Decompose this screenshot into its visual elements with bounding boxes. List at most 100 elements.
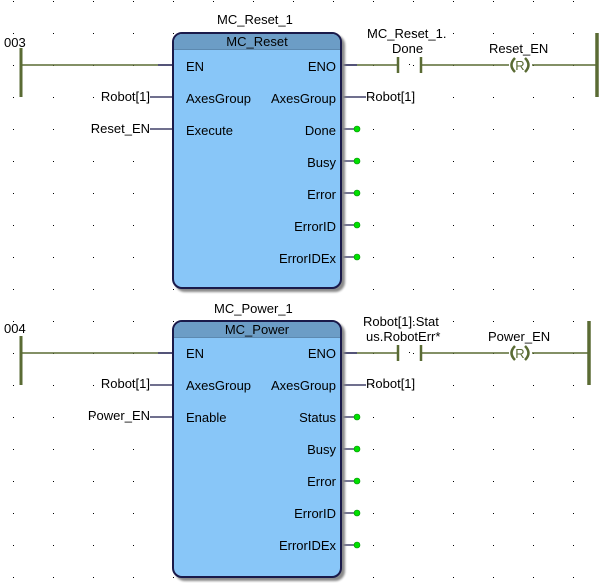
coil-right-arc[interactable] [524, 57, 530, 73]
grid-dot [13, 257, 14, 258]
grid-dot [373, 161, 374, 162]
grid-dot [133, 129, 134, 130]
grid-dot [573, 129, 574, 130]
output-connection-dot[interactable] [353, 509, 361, 517]
grid-dot [133, 225, 134, 226]
grid-dot [413, 513, 414, 514]
grid-dot [93, 97, 94, 98]
grid-dot [373, 97, 374, 98]
output-connection-dot[interactable] [353, 189, 361, 197]
coil-var[interactable]: Power_EN [488, 329, 551, 344]
function-block-mc-reset[interactable]: MC_Reset EN AxesGroup Execute ENO AxesGr… [172, 32, 342, 289]
input-var-axesgroup[interactable]: Robot[1] [100, 89, 150, 104]
grid-dot [533, 193, 534, 194]
block-instance-name[interactable]: MC_Reset_1 [217, 12, 293, 27]
output-connection-dot[interactable] [353, 541, 361, 549]
grid-dot [13, 193, 14, 194]
grid-dot [173, 321, 174, 322]
input-var-axesgroup[interactable]: Robot[1] [100, 376, 150, 391]
contact-var-line1[interactable]: Robot[1].Stat [363, 314, 439, 329]
grid-dot [573, 1, 574, 2]
grid-dot [13, 513, 14, 514]
coil-right-arc[interactable] [524, 345, 530, 361]
grid-dot [533, 129, 534, 130]
grid-dot [533, 513, 534, 514]
output-connection-dot[interactable] [353, 477, 361, 485]
grid-dot [453, 257, 454, 258]
grid-dot [533, 449, 534, 450]
grid-dot [53, 1, 54, 2]
output-connection-dot[interactable] [353, 445, 361, 453]
grid-dot [133, 33, 134, 34]
grid-dot [53, 545, 54, 546]
grid-dot [13, 385, 14, 386]
grid-dot [493, 289, 494, 290]
grid-dot [573, 545, 574, 546]
grid-dot [133, 385, 134, 386]
contact-center-dot [409, 64, 410, 65]
input-var-enable[interactable]: Power_EN [87, 408, 150, 423]
grid-dot [373, 257, 374, 258]
grid-dot [413, 129, 414, 130]
grid-dot [493, 481, 494, 482]
output-connection-dot[interactable] [353, 253, 361, 261]
coil-var[interactable]: Reset_EN [489, 41, 549, 56]
coil-left-arc[interactable] [510, 345, 516, 361]
grid-dot [13, 545, 14, 546]
grid-dot [93, 161, 94, 162]
input-pin-axesgroup: AxesGroup [186, 91, 252, 106]
function-block-mc-power[interactable]: MC_Power EN AxesGroup Enable ENO AxesGro… [172, 320, 342, 578]
output-connection-dot[interactable] [353, 413, 361, 421]
grid-dot [13, 33, 14, 34]
grid-dot [93, 321, 94, 322]
output-connection-dot[interactable] [353, 125, 361, 133]
grid-dot [373, 321, 374, 322]
grid-dot [173, 577, 174, 578]
grid-dot [13, 577, 14, 578]
grid-dot [413, 385, 414, 386]
grid-dot [373, 289, 374, 290]
output-pin-errorid: ErrorID [294, 506, 336, 521]
output-pin-axesgroup: AxesGroup [270, 91, 336, 106]
grid-dot [413, 225, 414, 226]
grid-dot [533, 97, 534, 98]
output-var-axesgroup[interactable]: Robot[1] [366, 376, 416, 391]
contact-var-line1[interactable]: MC_Reset_1. [367, 26, 447, 41]
grid-dot [133, 481, 134, 482]
grid-dot [93, 289, 94, 290]
coil-left-arc[interactable] [510, 57, 516, 73]
grid-dot [453, 97, 454, 98]
output-var-axesgroup[interactable]: Robot[1] [366, 89, 416, 104]
output-pin-errorid-ex: ErrorIDEx [278, 251, 336, 266]
grid-dot [133, 513, 134, 514]
output-connection-dot[interactable] [353, 221, 361, 229]
input-pin-axesgroup: AxesGroup [186, 378, 252, 393]
grid-dot [453, 385, 454, 386]
grid-dot [573, 193, 574, 194]
rung-number: 003 [4, 35, 26, 50]
grid-dot [413, 481, 414, 482]
input-var-execute[interactable]: Reset_EN [90, 121, 150, 136]
grid-dot [453, 225, 454, 226]
grid-dot [533, 1, 534, 2]
grid-dot [533, 321, 534, 322]
contact-var-line2[interactable]: Done [392, 41, 424, 56]
output-pin-eno: ENO [307, 346, 336, 361]
grid-dot [53, 321, 54, 322]
grid-dot [413, 321, 414, 322]
grid-dot [133, 577, 134, 578]
grid-dot [533, 385, 534, 386]
wires: RR [19, 33, 599, 549]
grid-dot [373, 481, 374, 482]
grid-dot [373, 577, 374, 578]
rung-number: 004 [4, 321, 26, 336]
grid-dot [573, 449, 574, 450]
grid-dot [93, 545, 94, 546]
grid-dot [133, 1, 134, 2]
output-connection-dot[interactable] [353, 157, 361, 165]
grid-dot [53, 481, 54, 482]
grid-dot [53, 225, 54, 226]
grid-dot [13, 321, 14, 322]
block-instance-name[interactable]: MC_Power_1 [214, 301, 293, 316]
contact-var-line2[interactable]: us.RobotErr* [366, 329, 441, 344]
